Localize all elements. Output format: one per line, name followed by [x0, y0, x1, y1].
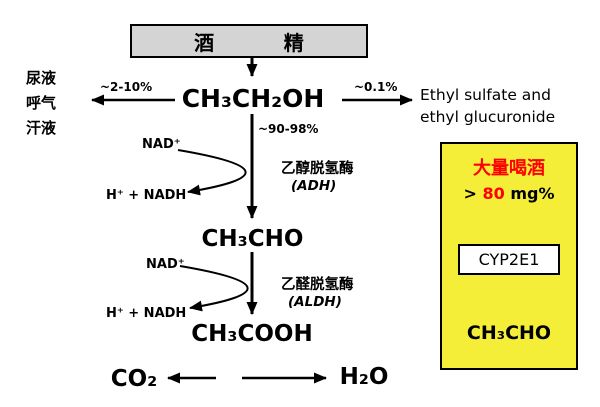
excretion-breath-label: 呼气	[26, 94, 57, 112]
left-excretion-list: 尿液 呼气 汗液	[26, 66, 56, 141]
h2o-formula: H₂O	[339, 364, 389, 390]
adh-enzyme-abbr: (ADH)	[291, 178, 337, 194]
heavy-drinking-threshold: > 80 mg%	[440, 184, 578, 203]
cyp2e1-label: CYP2E1	[478, 250, 540, 269]
threshold-prefix: >	[463, 184, 483, 203]
reaction2-nad-label: NAD⁺	[146, 257, 185, 272]
cyp2e1-box: CYP2E1	[458, 244, 560, 275]
right-excretion-line2: ethyl glucuronide	[420, 108, 556, 126]
nad-nadh-curve-2-icon	[179, 265, 249, 312]
ethanol-formula: CH₃CH₂OH	[181, 84, 325, 113]
right-arrow-percent: ~0.1%	[354, 80, 398, 94]
reaction1-nadh-label: H⁺ + NADH	[106, 188, 187, 203]
alcohol-title-box: 酒 精	[130, 24, 368, 58]
nad-nadh-curve-1-icon	[177, 149, 247, 196]
excretion-urine-label: 尿液	[26, 69, 57, 87]
aldh-enzyme-name: 乙醛脱氢酶	[281, 277, 354, 293]
reaction1-nad-label: NAD⁺	[142, 137, 181, 152]
co2-formula: CO₂	[110, 366, 158, 392]
right-excretion-text: Ethyl sulfate and ethyl glucuronide	[420, 84, 555, 128]
acetaldehyde-formula: CH₃CHO	[201, 226, 304, 252]
left-arrow-percent: ~2-10%	[100, 80, 153, 94]
right-excretion-line1: Ethyl sulfate and	[420, 86, 551, 104]
main-path-percent: ~90-98%	[258, 122, 319, 136]
excretion-sweat-label: 汗液	[26, 119, 57, 137]
acetate-formula: CH₃COOH	[191, 321, 313, 347]
heavy-drinking-title: 大量喝酒	[473, 158, 545, 179]
reaction2-nadh-label: H⁺ + NADH	[106, 306, 187, 321]
adh-enzyme-name: 乙醇脱氢酶	[281, 161, 354, 177]
cyp2e1-product-formula: CH₃CHO	[466, 322, 552, 344]
aldh-enzyme-abbr: (ALDH)	[288, 294, 342, 310]
threshold-suffix: mg%	[504, 184, 555, 203]
alcohol-title-label: 酒 精	[194, 30, 304, 55]
threshold-value: 80	[482, 184, 505, 203]
